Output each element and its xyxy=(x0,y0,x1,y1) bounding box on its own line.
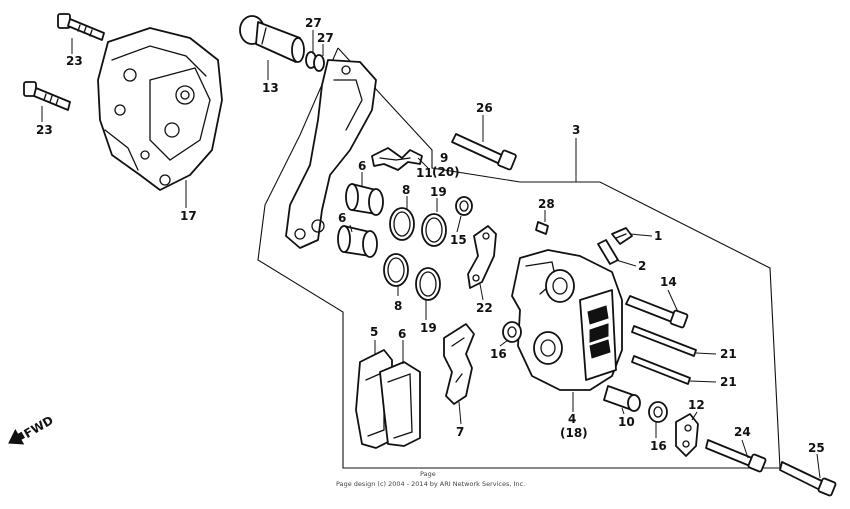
bolt-23-lower xyxy=(23,81,71,111)
pad-pin-21-upper xyxy=(631,325,697,357)
bolt-26 xyxy=(451,133,517,171)
callout-12: 12 xyxy=(688,398,705,412)
piston-6-lower xyxy=(337,225,378,258)
callout-1: 1 xyxy=(654,229,662,243)
callout-13: 13 xyxy=(262,81,279,95)
dust-seals-19 xyxy=(415,213,447,301)
boot-16-upper xyxy=(502,321,522,343)
nut-15 xyxy=(455,196,473,216)
cap-2 xyxy=(597,239,619,265)
bolt-25 xyxy=(779,461,837,497)
callout-21-upper: 21 xyxy=(720,347,737,361)
brake-pad-6 xyxy=(379,361,421,447)
callout-4: 4 xyxy=(568,412,576,426)
retainer-plate-22 xyxy=(467,225,497,289)
pad-pin-21-lower xyxy=(631,355,691,385)
callout-25: 25 xyxy=(808,441,825,455)
pad-spring-7 xyxy=(443,323,475,405)
clip-12 xyxy=(675,413,699,457)
bolt-24 xyxy=(705,439,767,473)
callout-17: 17 xyxy=(180,209,197,223)
bolt-23-upper xyxy=(57,13,105,41)
slide-pin-13 xyxy=(239,15,305,63)
callout-9: 9 xyxy=(440,151,448,165)
piston-6-upper xyxy=(345,183,384,216)
caliper-bracket xyxy=(285,59,377,249)
callout-8-upper: 8 xyxy=(402,183,410,197)
callout-6-lower: 6 xyxy=(338,211,346,225)
bleeder-screw-28 xyxy=(535,221,549,235)
callout-6-pad: 6 xyxy=(398,327,406,341)
callout-6-upper: 6 xyxy=(358,159,366,173)
footer-page-mark: Page xyxy=(420,470,436,478)
callout-21-lower: 21 xyxy=(720,375,737,389)
sleeve-10 xyxy=(603,385,641,412)
callout-7: 7 xyxy=(456,425,464,439)
callout-23-upper: 23 xyxy=(66,54,83,68)
callout-23-lower: 23 xyxy=(36,123,53,137)
callout-11: 11 xyxy=(416,166,433,180)
callout-8-lower: 8 xyxy=(394,299,402,313)
footer-copyright: Page design (c) 2004 - 2014 by ARI Netwo… xyxy=(336,480,525,488)
callout-20: (20) xyxy=(432,165,460,179)
callout-16-lower: 16 xyxy=(650,439,667,453)
callout-10: 10 xyxy=(618,415,635,429)
caliper-assembly-17 xyxy=(97,27,223,191)
callout-2: 2 xyxy=(638,259,646,273)
boot-16-lower xyxy=(648,401,668,423)
callout-22: 22 xyxy=(476,301,493,315)
callout-27-a: 27 xyxy=(305,16,322,30)
callout-26: 26 xyxy=(476,101,493,115)
forward-arrow: FWD xyxy=(8,413,56,445)
fwd-label: FWD xyxy=(22,413,56,441)
piston-seals-8 xyxy=(383,207,415,287)
leader-lines xyxy=(41,30,821,479)
pad-spring-9 xyxy=(371,147,423,171)
callout-15: 15 xyxy=(450,233,467,247)
callout-18: (18) xyxy=(560,426,588,440)
callout-5: 5 xyxy=(370,325,378,339)
callout-24: 24 xyxy=(734,425,751,439)
callout-labels: 23 23 17 13 27 27 26 3 9 (20) 11 6 6 8 8… xyxy=(36,16,825,455)
callout-27-b: 27 xyxy=(317,31,334,45)
callout-28: 28 xyxy=(538,197,555,211)
bleed-valve-1 xyxy=(611,227,633,245)
o-rings-27 xyxy=(305,51,325,72)
bolt-14 xyxy=(625,295,689,329)
callout-19-upper: 19 xyxy=(430,185,447,199)
callout-14: 14 xyxy=(660,275,677,289)
callout-19-lower: 19 xyxy=(420,321,437,335)
caliper-body-4 xyxy=(511,249,623,391)
callout-3: 3 xyxy=(572,123,580,137)
callout-16-upper: 16 xyxy=(490,347,507,361)
